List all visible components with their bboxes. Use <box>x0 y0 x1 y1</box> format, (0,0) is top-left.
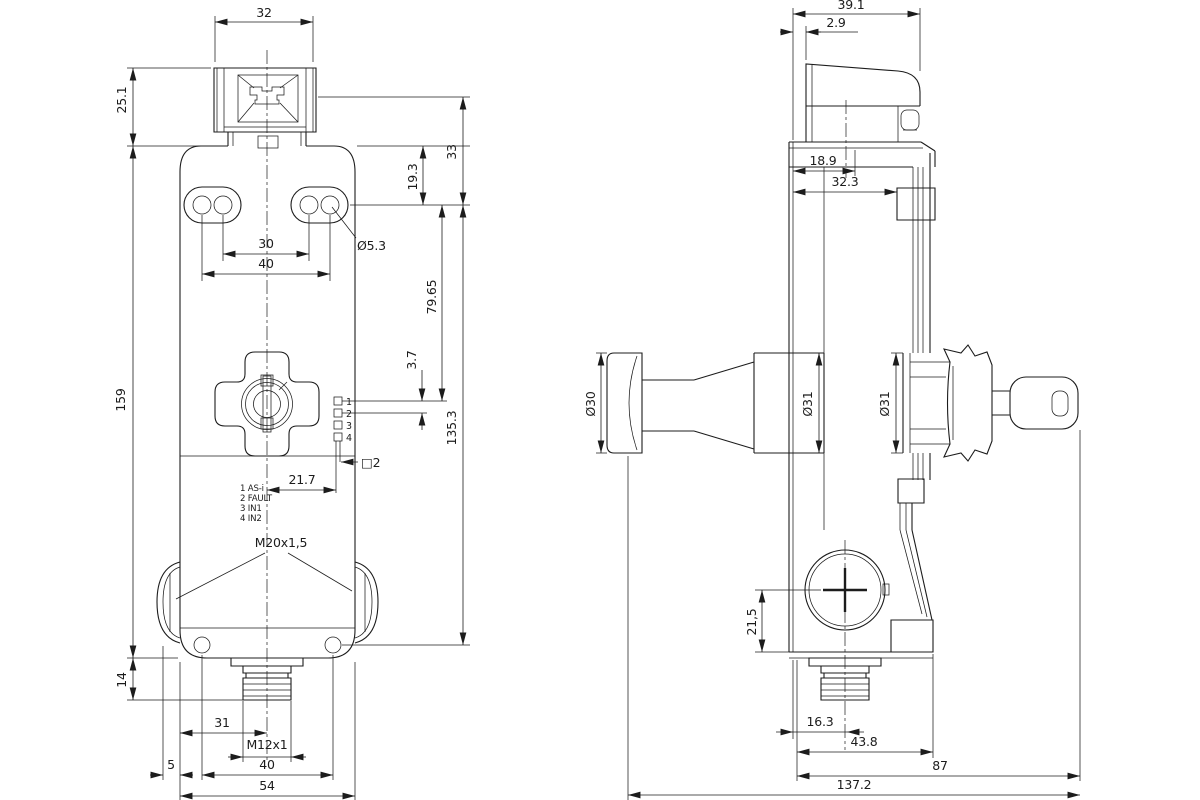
bottom-hole-right <box>325 637 341 653</box>
front-view: 1 2 3 4 1 AS-i 2 FAULT 3 IN1 4 IN2 M20x1… <box>113 5 470 800</box>
led-number-2: 2 <box>346 409 352 420</box>
led-3 <box>334 421 342 429</box>
front-dimensions: 32 25.1 159 14 30 40 Ø5.3 <box>113 5 470 800</box>
key-release-lock <box>903 345 1078 461</box>
dim-head-height: 25.1 <box>114 86 129 113</box>
bracket-lower-step <box>898 479 924 503</box>
dim-button-dia: Ø30 <box>583 391 598 416</box>
mounting-slot-left <box>184 187 241 223</box>
dim-connector-thread: M12x1 <box>246 737 287 752</box>
side-top-plate <box>789 142 935 167</box>
led-1 <box>334 397 342 405</box>
led-number-1: 1 <box>346 397 352 408</box>
key-hole <box>1052 391 1068 416</box>
dim-left-edge-to-center: 31 <box>214 715 230 730</box>
m12-connector-side <box>809 658 881 700</box>
dim-screw-to-base: 21,5 <box>744 608 759 635</box>
screw-slot <box>263 376 271 432</box>
actuator-head <box>214 68 316 148</box>
dim-housing-depth: 43.8 <box>850 734 877 749</box>
dim-holes-to-led1: 79.65 <box>424 280 439 315</box>
dim-center-to-led: 21.7 <box>288 472 315 487</box>
dim-depth-with-key: 87 <box>932 758 948 773</box>
dim-release-dia: Ø31 <box>877 391 892 416</box>
pointer-mark <box>279 382 287 390</box>
led-legend: 1 AS-i 2 FAULT 3 IN1 4 IN2 <box>240 484 273 524</box>
legend-line-1: 1 AS-i <box>240 484 264 494</box>
led-2 <box>334 409 342 417</box>
dim-front-to-body: 18.9 <box>809 153 836 168</box>
side-dimensions: 39.1 2.9 18.9 32.3 Ø30 Ø31 Ø31 <box>583 0 1080 800</box>
dim-overall-depth: 137.2 <box>837 777 872 792</box>
cable-gland-plug-right <box>355 562 378 643</box>
dim-slot-hole-dia: Ø5.3 <box>357 238 386 253</box>
dim-front-to-axis: 16.3 <box>806 714 833 729</box>
side-head <box>806 64 920 142</box>
rotary-release <box>215 352 319 456</box>
lock-knurl <box>944 345 992 461</box>
dim-led-row-gap: 3.7 <box>404 350 419 369</box>
dim-head-width: 32 <box>256 5 272 20</box>
dim-cable-gland: M20x1,5 <box>255 535 308 550</box>
dim-slot-pitch-outer: 40 <box>258 256 274 271</box>
dim-head-depth: 39.1 <box>837 0 864 12</box>
bottom-hole-left <box>194 637 210 653</box>
dim-connector-length: 14 <box>114 672 129 688</box>
m12-connector-front <box>231 658 303 700</box>
cable-gland-plug-left <box>157 562 180 643</box>
bracket-upper-step <box>897 188 935 220</box>
dim-plug-offset: 5 <box>167 757 175 772</box>
dim-body-top-to-holes: 19.3 <box>405 163 420 190</box>
dim-button-base-dia: Ø31 <box>800 391 815 416</box>
mounting-slot-right <box>291 187 348 223</box>
led-number-4: 4 <box>346 433 352 444</box>
dim-head-to-holes: 33 <box>444 144 459 160</box>
legend-line-2: 2 FAULT <box>240 494 273 504</box>
dim-led-square: □2 <box>361 455 380 470</box>
led-4 <box>334 433 342 441</box>
key-head <box>1010 377 1078 429</box>
dim-holes-to-bottom-holes: 135.3 <box>444 411 459 446</box>
dim-head-front-offset: 2.9 <box>826 15 846 30</box>
legend-line-3: 3 IN1 <box>240 504 262 514</box>
bracket-foot <box>891 620 933 652</box>
dim-body-height: 159 <box>113 388 128 412</box>
actuator-slot <box>250 87 284 104</box>
led-number-3: 3 <box>346 421 352 432</box>
estop-button <box>607 353 824 453</box>
dim-front-to-bracket: 32.3 <box>831 174 858 189</box>
dim-slot-pitch-inner: 30 <box>258 236 274 251</box>
dim-bottom-hole-pitch: 40 <box>259 757 275 772</box>
led-indicator-block: 1 2 3 4 <box>334 397 352 493</box>
legend-line-4: 4 IN2 <box>240 514 262 524</box>
release-bracket <box>891 153 935 652</box>
dim-body-width: 54 <box>259 778 275 793</box>
side-view: 39.1 2.9 18.9 32.3 Ø30 Ø31 Ø31 <box>583 0 1080 800</box>
